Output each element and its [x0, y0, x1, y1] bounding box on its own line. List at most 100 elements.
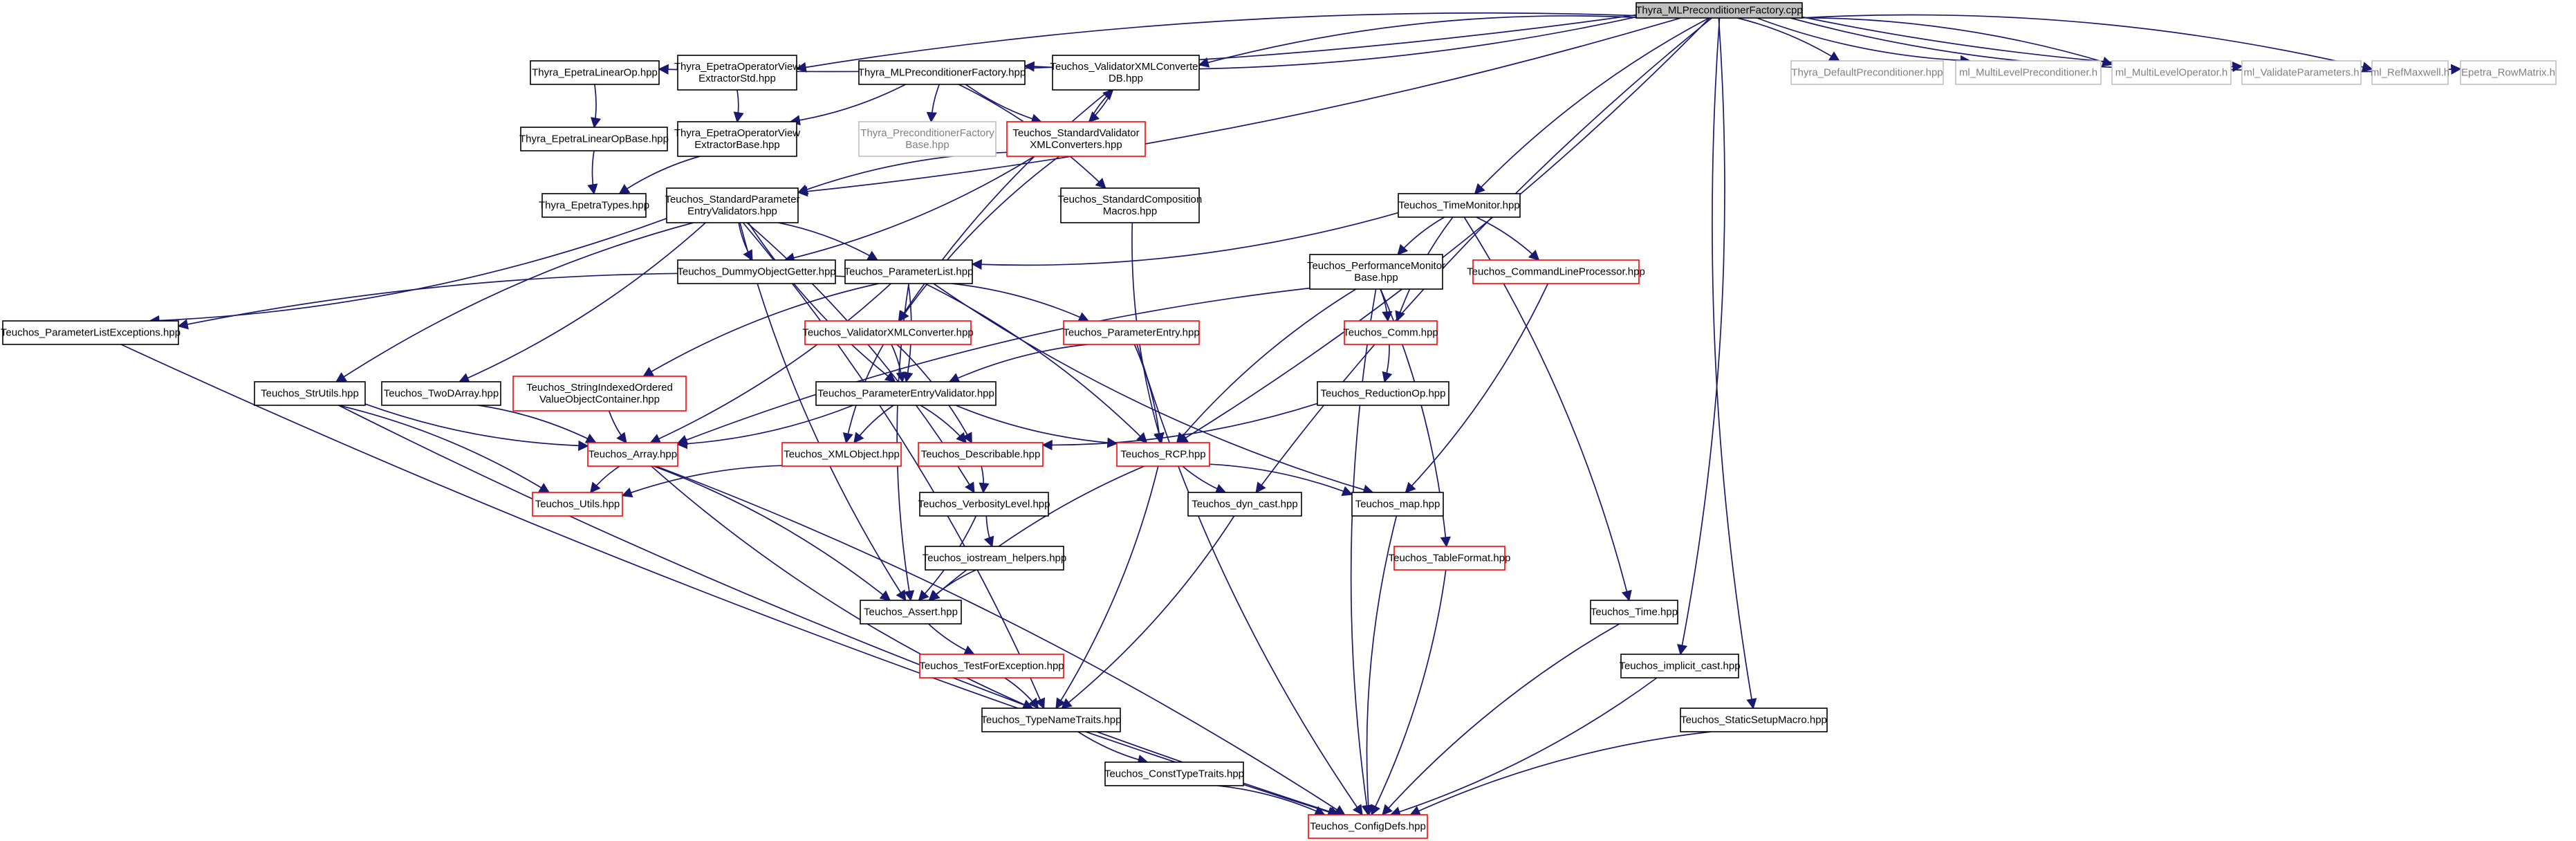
node-label: Thyra_EpetraTypes.hpp	[539, 200, 649, 212]
node-box	[2241, 60, 2362, 85]
node-dummy-object-getter[interactable]: Teuchos_DummyObjectGetter.hpp	[677, 259, 836, 284]
edge-root-to-static-setup-macro	[1712, 17, 1757, 710]
node-str-utils[interactable]: Teuchos_StrUtils.hpp	[254, 381, 366, 406]
node-xml-object[interactable]: Teuchos_XMLObject.hpp	[781, 442, 902, 467]
node-label: Teuchos_implicit_cast.hpp	[1619, 660, 1740, 672]
node-box	[520, 127, 668, 151]
node-const-type-traits[interactable]: Teuchos_ConstTypeTraits.hpp	[1104, 761, 1244, 786]
node-label: Teuchos_ParameterEntryValidator.hpp	[817, 388, 994, 400]
node-ml-ref-maxwell[interactable]: ml_RefMaxwell.h	[2371, 60, 2449, 85]
edge-string-indexed-to-array	[608, 410, 627, 444]
node-ml-multi-level-prec[interactable]: ml_MultiLevelPreconditioner.h	[1955, 60, 2102, 85]
edge-std-validator-xmlconv-to-std-param-entry-validators	[797, 151, 1008, 195]
edge-root-to-ml-multi-level-op	[1774, 17, 2113, 67]
node-box	[381, 381, 501, 406]
node-box	[815, 381, 997, 406]
node-comm[interactable]: Teuchos_Comm.hpp	[1343, 320, 1438, 345]
node-param-entry-validator[interactable]: Teuchos_ParameterEntryValidator.hpp	[815, 381, 997, 406]
node-time[interactable]: Teuchos_Time.hpp	[1590, 600, 1678, 625]
node-implicit-cast[interactable]: Teuchos_implicit_cast.hpp	[1619, 654, 1741, 678]
node-array[interactable]: Teuchos_Array.hpp	[587, 442, 678, 467]
edge-root-to-default-prec	[1736, 17, 1840, 62]
node-std-validator-xmlconv[interactable]: Teuchos_StandardValidatorXMLConverters.h…	[1006, 121, 1146, 157]
node-assert[interactable]: Teuchos_Assert.hpp	[860, 600, 962, 625]
node-box	[677, 121, 797, 157]
node-label: Teuchos_dyn_cast.hpp	[1192, 499, 1297, 510]
node-label: Teuchos_Comm.hpp	[1343, 327, 1438, 339]
edge-perf-monitor-base-to-rcp	[1176, 288, 1357, 444]
edge-str-utils-to-utils	[337, 405, 550, 493]
edge-static-setup-macro-to-config-defs	[1409, 731, 1712, 816]
node-epetra-linear-op[interactable]: Thyra_EpetraLinearOp.hpp	[530, 60, 660, 85]
node-time-monitor[interactable]: Teuchos_TimeMonitor.hpp	[1398, 193, 1521, 218]
edge-validator-xmlconv-to-param-entry-validator	[891, 344, 907, 383]
edge-root-to-validator-xmlconv-db	[1198, 15, 1647, 68]
node-config-defs[interactable]: Teuchos_ConfigDefs.hpp	[1308, 814, 1428, 839]
node-test-for-exception[interactable]: Teuchos_TestForException.hpp	[919, 654, 1064, 678]
node-label: Thyra_EpetraOperatorView	[674, 61, 800, 73]
edge-rcp-to-dyn-cast	[1182, 465, 1227, 494]
node-cmd-line-processor[interactable]: Teuchos_CommandLineProcessor.hpp	[1467, 259, 1645, 284]
node-label: Thyra_EpetraLinearOpBase.hpp	[519, 133, 669, 145]
node-describable[interactable]: Teuchos_Describable.hpp	[918, 442, 1044, 467]
node-label: ml_MultiLevelPreconditioner.h	[1959, 67, 2097, 79]
node-epetra-linear-op-base[interactable]: Thyra_EpetraLinearOpBase.hpp	[519, 127, 669, 151]
node-default-prec[interactable]: Thyra_DefaultPreconditioner.hpp	[1790, 60, 1944, 85]
node-ml-prec-factory-hpp[interactable]: Thyra_MLPreconditionerFactory.hpp	[858, 60, 1026, 85]
node-static-setup-macro[interactable]: Teuchos_StaticSetupMacro.hpp	[1680, 708, 1828, 732]
node-label: Thyra_EpetraLinearOp.hpp	[532, 67, 658, 79]
node-parameter-list[interactable]: Teuchos_ParameterList.hpp	[844, 259, 974, 284]
node-verbosity-level[interactable]: Teuchos_VerbosityLevel.hpp	[918, 492, 1050, 517]
node-box	[1620, 654, 1739, 678]
node-type-name-traits[interactable]: Teuchos_TypeNameTraits.hpp	[981, 708, 1122, 732]
node-iostream-helpers[interactable]: Teuchos_iostream_helpers.hpp	[923, 546, 1066, 571]
edge-map-to-config-defs	[1363, 515, 1398, 816]
node-std-param-entry-validators[interactable]: Teuchos_StandardParameterEntryValidators…	[665, 187, 800, 223]
edge-ml-prec-factory-hpp-to-epetra-op-view-ext-base	[789, 84, 906, 126]
node-two-darray[interactable]: Teuchos_TwoDArray.hpp	[381, 381, 501, 406]
node-validator-xmlconv[interactable]: Teuchos_ValidatorXMLConverter.hpp	[802, 320, 974, 345]
edge-root-to-std-param-entry-validators	[797, 17, 1681, 197]
node-reduction-op[interactable]: Teuchos_ReductionOp.hpp	[1317, 381, 1449, 406]
edge-perf-monitor-base-to-array	[676, 287, 1310, 445]
edges-layer	[120, 12, 2462, 817]
node-parameter-entry[interactable]: Teuchos_ParameterEntry.hpp	[1063, 320, 1200, 345]
node-label: Teuchos_TableFormat.hpp	[1389, 553, 1511, 564]
edge-rcp-to-map	[1209, 463, 1353, 497]
node-box	[666, 187, 799, 223]
edge-param-entry-validator-to-describable	[920, 405, 967, 444]
edge-verbosity-level-to-iostream-helpers	[983, 515, 994, 548]
node-label: Epetra_RowMatrix.h	[2461, 67, 2555, 79]
node-label: Teuchos_XMLObject.hpp	[784, 449, 900, 461]
node-ml-validate-params[interactable]: ml_ValidateParameters.h	[2241, 60, 2362, 85]
node-epetra-op-view-ext-base[interactable]: Thyra_EpetraOperatorViewExtractorBase.hp…	[674, 121, 800, 157]
node-root[interactable]: Thyra_MLPreconditionerFactory.cpp	[1636, 2, 1803, 19]
edge-xml-object-to-utils	[621, 465, 783, 498]
node-label: Teuchos_Describable.hpp	[921, 449, 1041, 461]
node-rcp[interactable]: Teuchos_RCP.hpp	[1116, 442, 1210, 467]
node-box	[919, 492, 1049, 517]
node-box	[1309, 254, 1443, 290]
node-dyn-cast[interactable]: Teuchos_dyn_cast.hpp	[1187, 492, 1302, 517]
node-map[interactable]: Teuchos_map.hpp	[1351, 492, 1444, 517]
node-label: Teuchos_Utils.hpp	[535, 499, 620, 510]
node-epetra-types[interactable]: Thyra_EpetraTypes.hpp	[539, 193, 649, 218]
node-table-format[interactable]: Teuchos_TableFormat.hpp	[1389, 546, 1511, 571]
node-ml-multi-level-op[interactable]: ml_MultiLevelOperator.h	[2111, 60, 2232, 85]
node-label: Teuchos_StaticSetupMacro.hpp	[1680, 714, 1827, 726]
node-box	[1590, 600, 1678, 625]
node-param-list-exceptions[interactable]: Teuchos_ParameterListExceptions.hpp	[1, 320, 180, 345]
node-label: Teuchos_DummyObjectGetter.hpp	[677, 266, 835, 278]
node-epetra-row-matrix[interactable]: Epetra_RowMatrix.h	[2460, 60, 2557, 85]
node-label: Teuchos_VerbosityLevel.hpp	[918, 499, 1050, 510]
node-box	[1393, 546, 1505, 571]
node-utils[interactable]: Teuchos_Utils.hpp	[532, 492, 623, 517]
node-string-indexed[interactable]: Teuchos_StringIndexedOrderedValueObjectC…	[512, 376, 687, 412]
node-label: ValueObjectContainer.hpp	[539, 394, 660, 405]
edge-parameter-list-to-map	[933, 283, 1374, 495]
